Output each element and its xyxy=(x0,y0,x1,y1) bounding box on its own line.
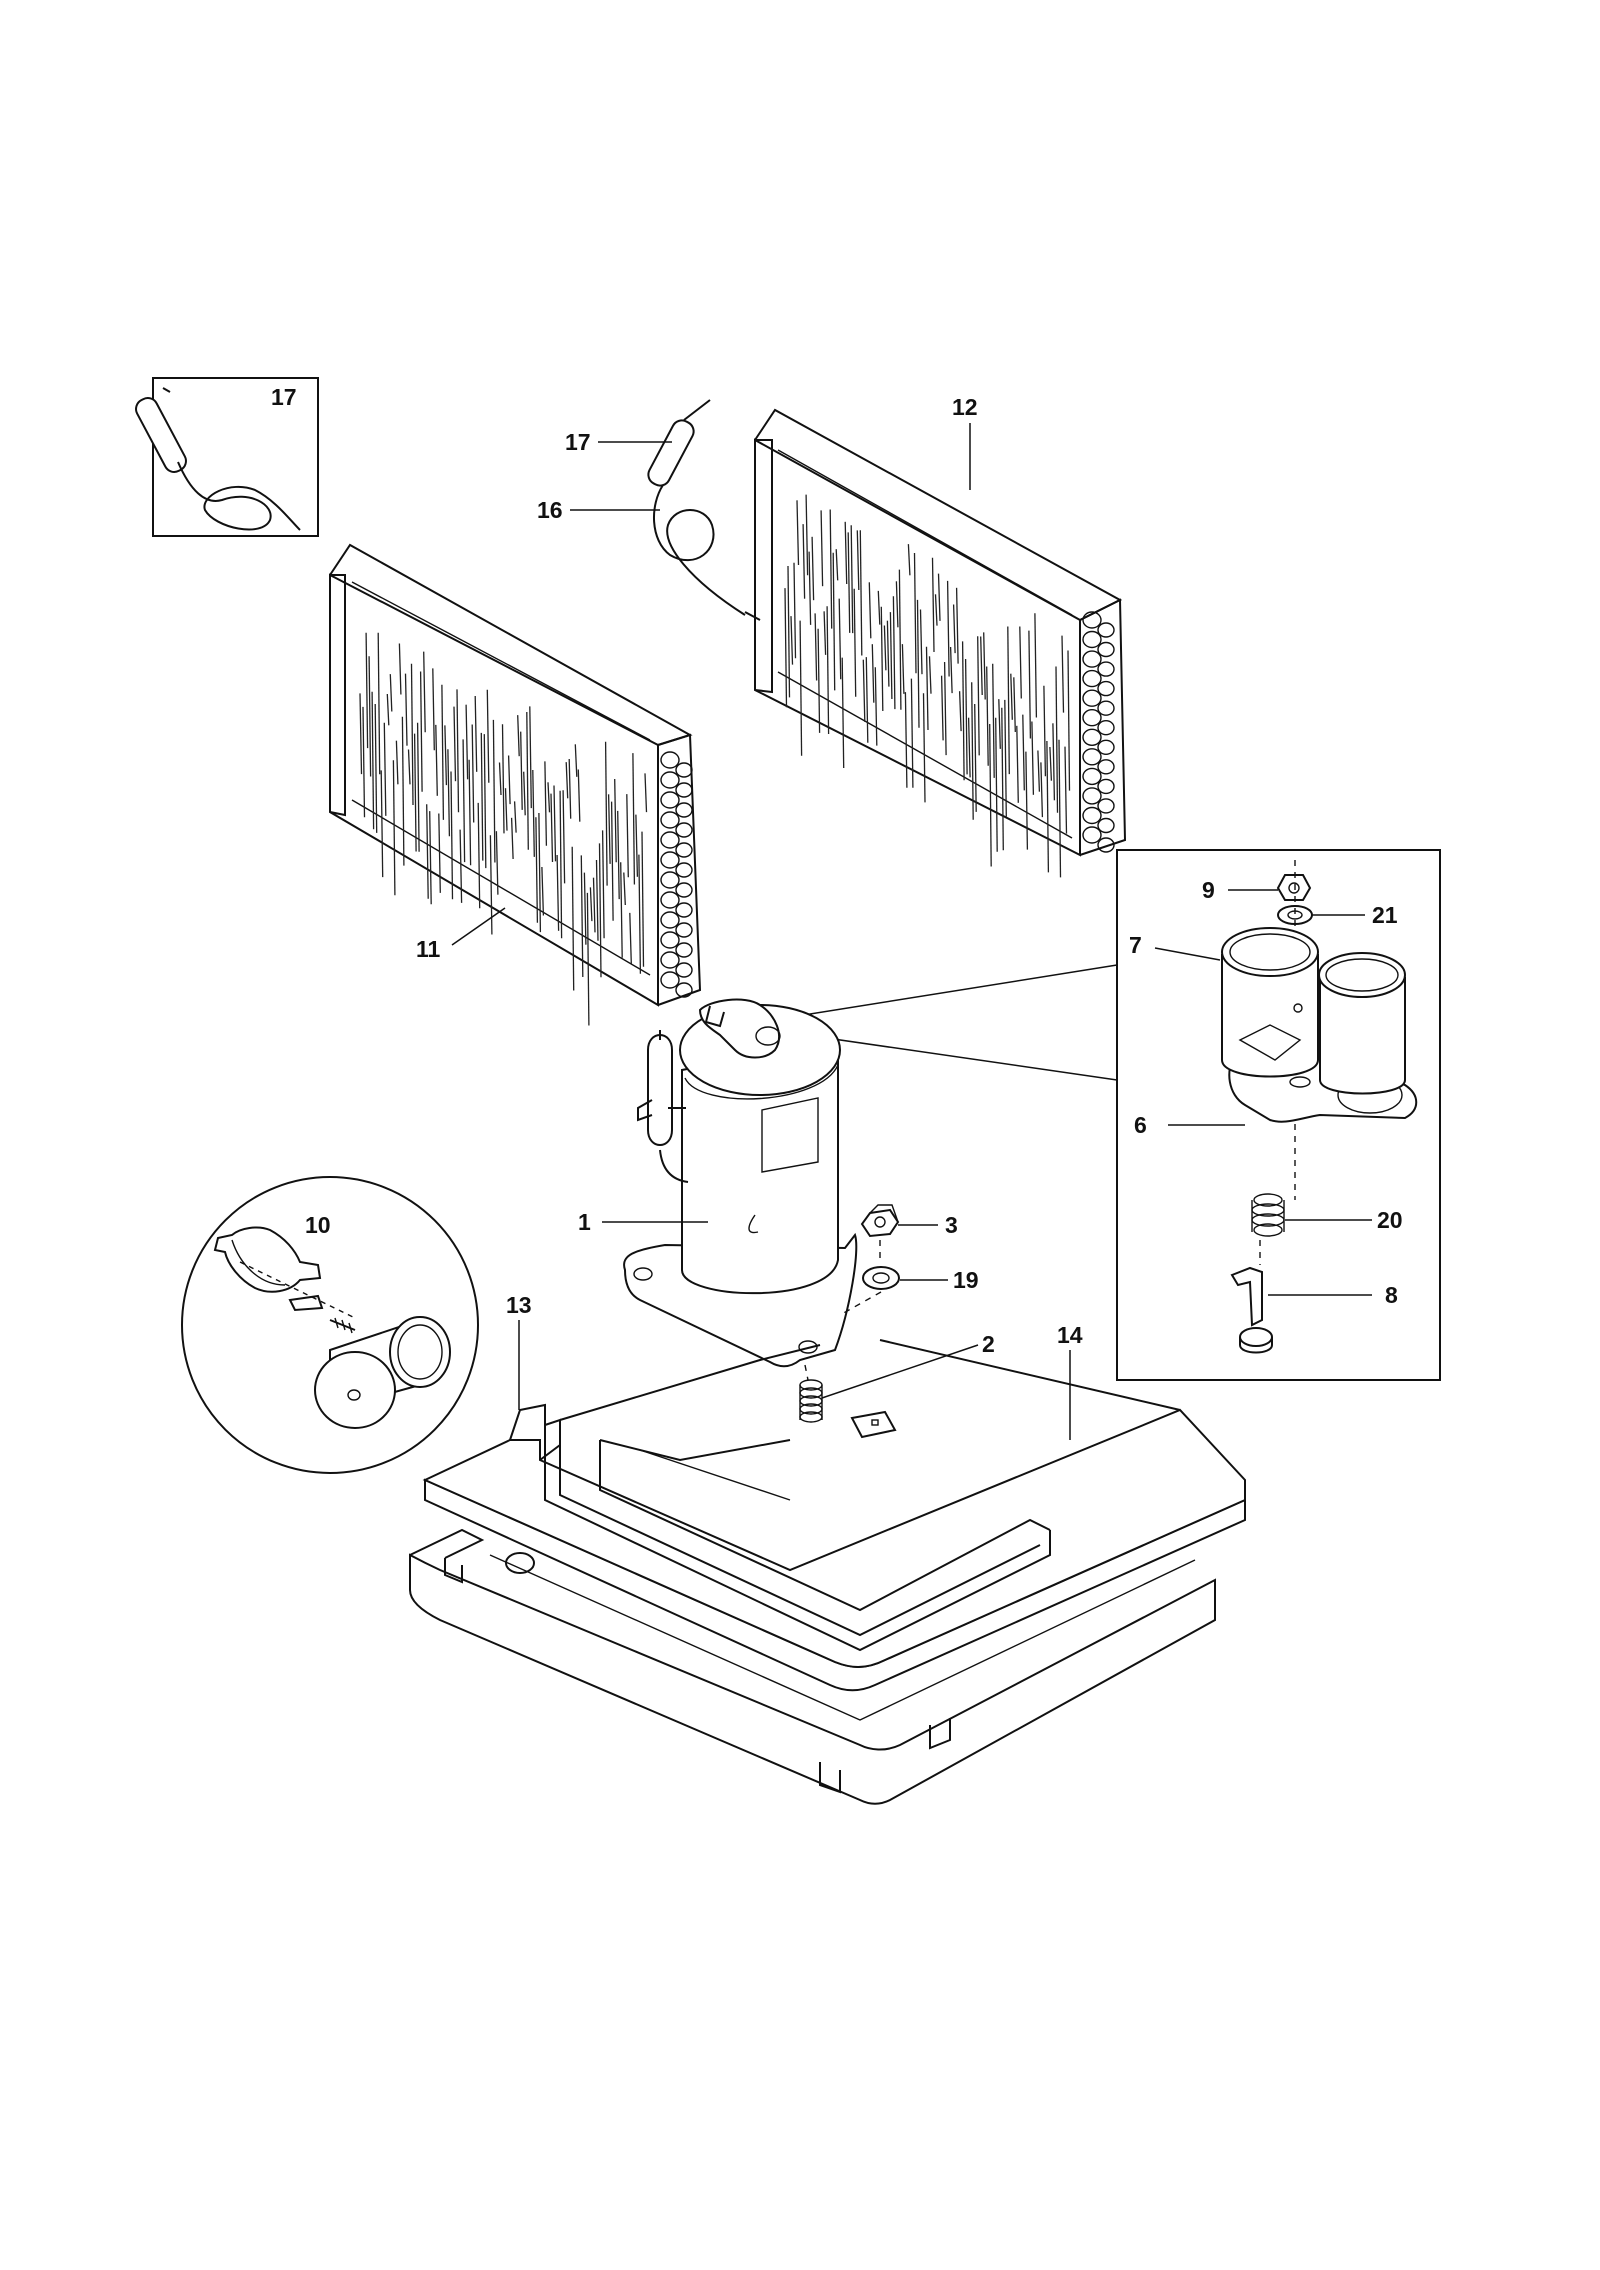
compressor-1: 1 xyxy=(578,998,858,1368)
label-3: 3 xyxy=(945,1212,958,1238)
label-13: 13 xyxy=(506,1292,532,1318)
label-16: 16 xyxy=(537,497,563,523)
coil-11-fins xyxy=(359,632,648,1026)
inset-17-box: 17 xyxy=(135,377,319,537)
coil-11-tubes xyxy=(660,751,693,998)
inset-capacitor-box: 9 21 6 7 xyxy=(1116,849,1441,1381)
label-1: 1 xyxy=(578,1209,591,1235)
coil-11: 11 xyxy=(329,543,702,1026)
label-6: 6 xyxy=(1134,1112,1147,1138)
label-14: 14 xyxy=(1057,1322,1083,1348)
spring-2 xyxy=(799,1379,823,1423)
label-2: 2 xyxy=(982,1331,995,1357)
capacitor-7 xyxy=(1221,927,1406,1095)
nut-9 xyxy=(1276,874,1312,901)
axis-lines xyxy=(804,1240,882,1381)
label-8: 8 xyxy=(1385,1282,1398,1308)
label-17-inset: 17 xyxy=(271,384,297,410)
nut-3 xyxy=(860,1204,900,1238)
label-12: 12 xyxy=(952,394,978,420)
coil-12-tubes xyxy=(1082,611,1115,853)
label-11: 11 xyxy=(416,936,441,962)
pin-8 xyxy=(1230,1240,1273,1354)
sensor-16-17: 17 16 xyxy=(537,399,761,621)
spring-20 xyxy=(1251,1193,1285,1237)
label-20: 20 xyxy=(1377,1207,1403,1233)
label-10: 10 xyxy=(305,1212,331,1238)
inset-pointer-lines xyxy=(784,964,1118,1081)
label-7: 7 xyxy=(1129,932,1142,958)
label-19: 19 xyxy=(953,1267,979,1293)
washer-19 xyxy=(862,1266,900,1290)
label-9: 9 xyxy=(1202,877,1215,903)
label-17: 17 xyxy=(565,429,591,455)
base-pan-13-14: 13 14 xyxy=(409,1292,1246,1805)
inset-10-circle: 10 xyxy=(181,1176,479,1474)
label-21: 21 xyxy=(1372,902,1398,928)
coil-12: 12 xyxy=(754,394,1127,878)
coil-12-fins xyxy=(784,494,1071,878)
